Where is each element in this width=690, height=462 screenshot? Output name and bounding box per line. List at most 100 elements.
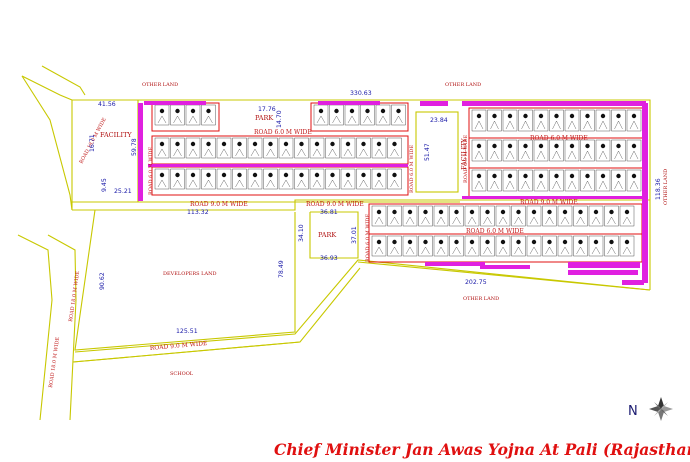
plot	[611, 109, 626, 132]
plot	[626, 109, 642, 132]
road-label: ROAD 18.0 M WIDE	[48, 336, 61, 388]
road-label: ROAD 6.0 M WIDE	[254, 129, 312, 136]
plot	[604, 235, 619, 257]
plot	[170, 168, 185, 190]
plot	[604, 205, 619, 227]
plot	[518, 109, 533, 132]
shop-strip	[144, 101, 206, 105]
shop-strip	[568, 270, 638, 275]
plot	[595, 169, 611, 192]
plot	[418, 235, 433, 257]
plot-blocks	[151, 102, 644, 263]
shop-strip	[642, 103, 648, 283]
plot	[502, 109, 518, 132]
plot	[564, 109, 580, 132]
plot	[201, 168, 216, 190]
compass-icon	[649, 397, 673, 421]
plot	[201, 137, 216, 159]
plot	[471, 169, 487, 192]
plot	[185, 104, 201, 126]
road-label: ROAD 6.0 M WIDE	[530, 135, 588, 142]
school-label: SCHOOL	[170, 371, 194, 377]
plot	[278, 137, 294, 159]
shop-strip	[138, 103, 143, 201]
road-label: ROAD 9.0 M WIDE	[520, 199, 578, 206]
plot	[340, 168, 356, 190]
plot	[626, 169, 642, 192]
dimension-label: 51.47	[424, 143, 431, 161]
plot	[502, 139, 518, 162]
plot	[549, 109, 564, 132]
plot	[356, 137, 371, 159]
plot	[247, 168, 263, 190]
plot	[371, 235, 387, 257]
plot	[573, 235, 588, 257]
plot	[185, 137, 201, 159]
dimension-label: 25.21	[114, 188, 132, 195]
dimension-label: 14.70	[276, 110, 283, 128]
plot	[154, 137, 170, 159]
dimension-label: 202.75	[465, 279, 487, 286]
shop-strip	[425, 262, 485, 266]
plot	[325, 137, 340, 159]
shop-strip	[568, 262, 640, 268]
plot	[263, 137, 278, 159]
shop-strip	[462, 196, 642, 199]
plot	[375, 104, 391, 126]
dimension-label: 125.51	[176, 328, 198, 335]
dimension-label: 16.71	[89, 134, 96, 152]
plot	[511, 205, 526, 227]
plot	[391, 104, 406, 126]
dimension-label: 113.32	[187, 209, 209, 216]
boundary-lines	[17, 65, 651, 421]
plot	[564, 169, 580, 192]
plot	[557, 205, 573, 227]
plot	[471, 139, 487, 162]
dimension-labels: 330.63 41.56 16.71 9.45 25.21 59.78 17.7…	[89, 90, 662, 335]
plot	[154, 168, 170, 190]
plot	[216, 168, 232, 190]
dimension-label: 36.93	[320, 255, 338, 262]
plot	[313, 104, 329, 126]
plot	[294, 168, 309, 190]
plot	[170, 137, 185, 159]
road-label: ROAD 9.0 M WIDE	[150, 340, 208, 352]
plot	[533, 169, 549, 192]
other-land-label: OTHER LAND	[463, 296, 499, 302]
dimension-label: 78.49	[278, 260, 285, 278]
plot	[495, 235, 511, 257]
plot	[294, 137, 309, 159]
plot	[580, 109, 595, 132]
plot	[201, 104, 216, 126]
plot	[449, 235, 464, 257]
plot	[449, 205, 464, 227]
other-land-label: OTHER LAND	[445, 82, 481, 88]
plot	[557, 235, 573, 257]
north-arrow: N	[628, 397, 673, 421]
plot	[595, 139, 611, 162]
plot	[263, 168, 278, 190]
plot	[464, 205, 480, 227]
plot	[611, 169, 626, 192]
north-label: N	[628, 404, 638, 419]
plot	[487, 169, 502, 192]
plot	[154, 104, 170, 126]
plot	[232, 168, 247, 190]
shop-strips	[138, 101, 648, 285]
plot	[518, 139, 533, 162]
plot	[533, 139, 549, 162]
dimension-label: 23.84	[430, 117, 448, 124]
plot	[480, 235, 495, 257]
road-label: ROAD 6.0 M WIDE	[463, 135, 469, 183]
shop-strip	[570, 101, 646, 106]
plot	[580, 139, 595, 162]
other-land-label: OTHER LAND	[663, 169, 669, 205]
plot	[216, 137, 232, 159]
plot	[329, 104, 344, 126]
plot	[619, 235, 635, 257]
park-label: PARK	[318, 231, 336, 239]
shop-strip	[462, 101, 570, 106]
plot	[533, 109, 549, 132]
plot	[402, 235, 418, 257]
